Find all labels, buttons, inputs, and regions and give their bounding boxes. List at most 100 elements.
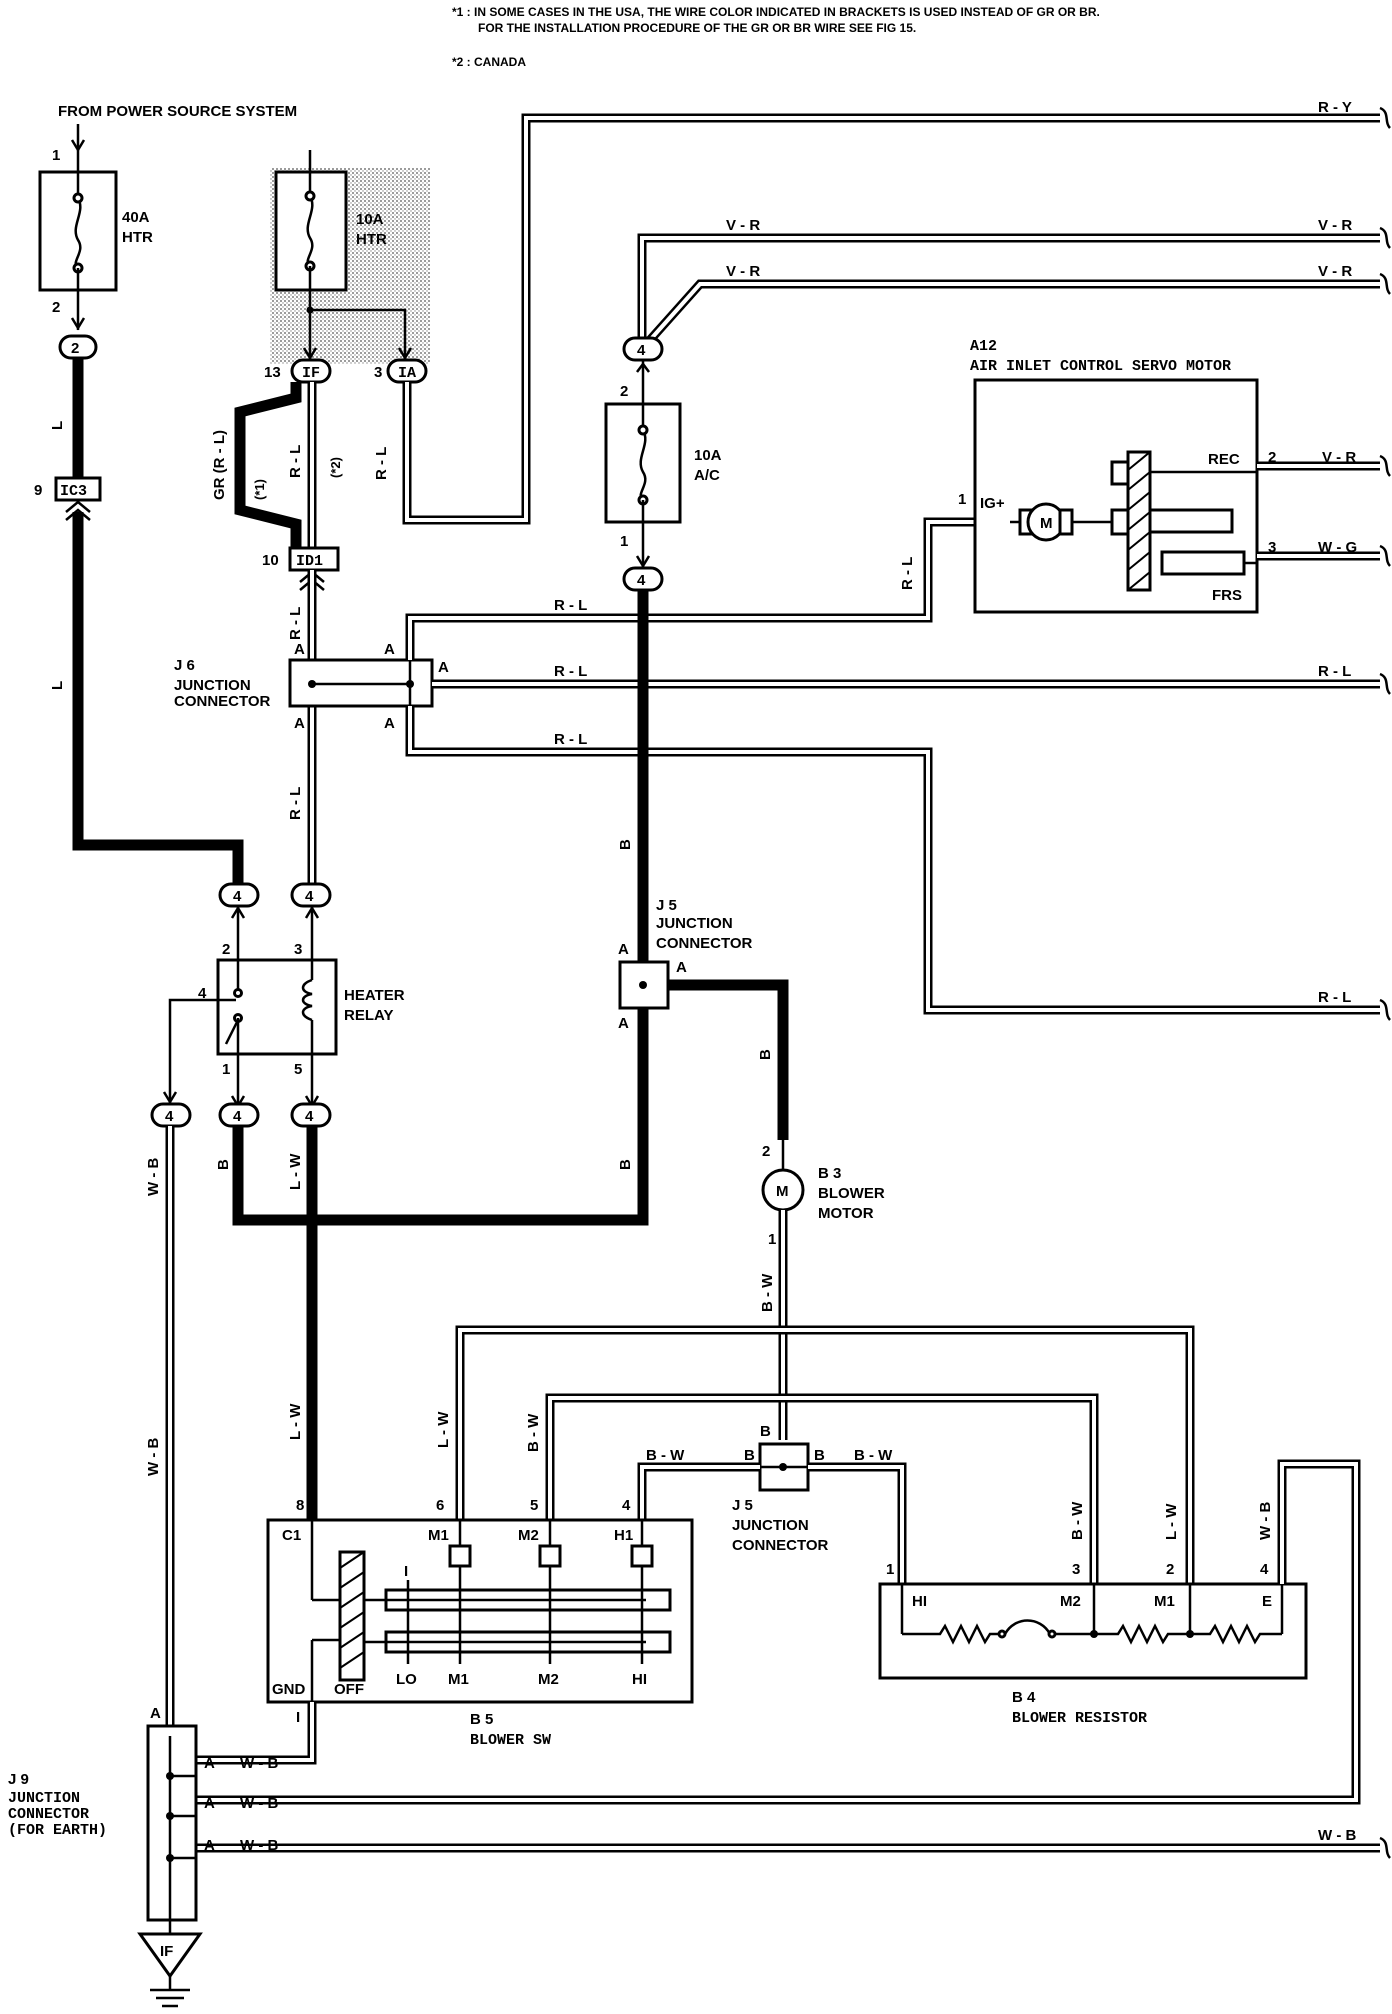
j5-id: J 5 — [732, 1497, 753, 1514]
switch-i-terminal: I — [296, 1709, 300, 1726]
wire-v-r-1 — [637, 233, 1380, 340]
b5-id: B 5 — [470, 1711, 493, 1728]
wire-continuation-marks — [1379, 106, 1391, 1859]
wire-label-l-w: L - W — [435, 1411, 452, 1448]
resistor-m1-terminal: M1 — [1154, 1593, 1175, 1610]
j9-name-2: CONNECTOR — [8, 1806, 89, 1823]
wire-label-b-w: B - W — [525, 1413, 542, 1452]
motor-symbol: M — [776, 1183, 789, 1200]
j5-name-2: CONNECTOR — [732, 1537, 829, 1554]
a12-id: A12 — [970, 338, 997, 355]
pin-a: A — [384, 641, 395, 658]
wire-label-v-r: V - R — [1318, 263, 1352, 280]
wire-label-w-b: W - B — [145, 1158, 162, 1196]
pin-label: 4 — [622, 1497, 631, 1514]
j6-name-2: CONNECTOR — [174, 693, 271, 710]
wire-b-main — [232, 590, 649, 1226]
wire-label-w-g: W - G — [1318, 539, 1357, 556]
motor-symbol: M — [1040, 515, 1053, 532]
fuse-10a-name: HTR — [356, 231, 387, 248]
switch-gnd-terminal: GND — [272, 1681, 306, 1698]
junction-connector-j9 — [146, 1724, 198, 1922]
fuse-40a-name: HTR — [122, 229, 153, 246]
air-inlet-servo-motor — [973, 378, 1259, 614]
resistor-element-3 — [1190, 1623, 1282, 1645]
pin-b: B — [814, 1447, 825, 1464]
pin-label: 3 — [294, 941, 302, 958]
wire-label-r-y: R - Y — [1318, 99, 1352, 116]
wire-label-r-l: R - L — [287, 787, 304, 820]
wire-r-l-servo — [405, 517, 975, 660]
pin-label: 2 — [52, 299, 60, 316]
wire-label-v-r: V - R — [726, 263, 760, 280]
wire-label-r-l: R - L — [1318, 663, 1351, 680]
note-1-line-1: *1 : IN SOME CASES IN THE USA, THE WIRE … — [452, 5, 1100, 19]
connector-4-label: 4 — [233, 888, 242, 905]
switch-h1-terminal: H1 — [614, 1527, 633, 1544]
switch-i-marker: I — [404, 1563, 408, 1580]
wire-label-r-l: R - L — [287, 607, 304, 640]
pin-label: 4 — [198, 985, 207, 1002]
connector-ic3 — [54, 476, 102, 502]
connector-4-label: 4 — [305, 1108, 314, 1125]
wire-label-w-b: W - B — [240, 1755, 278, 1772]
fuse-40a-rating: 40A — [122, 209, 150, 226]
wire-label-r-l: R - L — [373, 447, 390, 480]
a12-frs-terminal: FRS — [1212, 587, 1242, 604]
pin-a: A — [204, 1755, 215, 1772]
wire-label-w-b: W - B — [1318, 1827, 1356, 1844]
switch-lo-position: LO — [396, 1671, 417, 1688]
connector-4-label: 4 — [305, 888, 314, 905]
connector-4-label: 4 — [637, 572, 646, 589]
connector-2-label: 2 — [71, 340, 79, 357]
switch-c1-terminal: C1 — [282, 1527, 301, 1544]
wire-label-l-w: L - W — [287, 1153, 304, 1190]
j5-name-2: CONNECTOR — [656, 935, 753, 952]
fuse-10a-htr: 10A HTR — [274, 150, 413, 361]
fuse-40a-htr: 40A HTR 1 2 — [38, 124, 153, 331]
j5-name: JUNCTION — [732, 1517, 809, 1534]
connector-ic3-label: IC3 — [60, 483, 87, 500]
relay-name-2: RELAY — [344, 1007, 393, 1024]
wire-label-b: B — [757, 1049, 774, 1060]
power-source-label: FROM POWER SOURCE SYSTEM — [58, 103, 297, 120]
fuse-10a-ac: 10A A/C 2 1 — [604, 360, 722, 569]
a12-rec-terminal: REC — [1208, 451, 1240, 468]
earth-ground-icon — [137, 1932, 203, 1979]
a12-ig-terminal: IG+ — [980, 495, 1005, 512]
pin-label: 13 — [264, 364, 281, 381]
pin-label: 2 — [1166, 1561, 1174, 1578]
wire-label-w-b: W - B — [240, 1795, 278, 1812]
wire-label-v-r: V - R — [726, 217, 760, 234]
wire-label-b-w: B - W — [1069, 1501, 1086, 1540]
wire-label-w-b: W - B — [1257, 1502, 1274, 1540]
switch-off-position: OFF — [334, 1681, 364, 1698]
wire-label-v-r: V - R — [1322, 449, 1356, 466]
pin-a: A — [294, 641, 305, 658]
resistor-hi-terminal: HI — [912, 1593, 927, 1610]
j9-name-3: (FOR EARTH) — [8, 1822, 107, 1839]
wire-label-b: B — [617, 1159, 634, 1170]
wire-label-r-l: R - L — [554, 731, 587, 748]
wire-b-blower — [668, 979, 789, 1140]
connector-4-relay-1 — [218, 1102, 260, 1128]
b3-name-2: MOTOR — [818, 1205, 874, 1222]
resistor-m2-terminal: M2 — [1060, 1593, 1081, 1610]
b4-name: BLOWER RESISTOR — [1012, 1710, 1147, 1727]
pin-label: 10 — [262, 552, 279, 569]
switch-m1-terminal: M1 — [428, 1527, 449, 1544]
pin-a: A — [294, 715, 305, 732]
pin-label: 5 — [530, 1497, 538, 1514]
fuse-ac-name: A/C — [694, 467, 720, 484]
relay-coil-icon — [301, 978, 313, 1022]
pin-b: B — [744, 1447, 755, 1464]
pin-label: 3 — [374, 364, 382, 381]
pin-a: A — [618, 1015, 629, 1032]
a12-name: AIR INLET CONTROL SERVO MOTOR — [970, 358, 1231, 375]
pin-a: A — [618, 941, 629, 958]
wire-label-gr: GR (R - L) — [211, 430, 228, 500]
connector-if-label: IF — [302, 365, 320, 382]
b3-name: BLOWER — [818, 1185, 885, 1202]
connector-4-label: 4 — [165, 1108, 174, 1125]
pin-a: A — [438, 659, 449, 676]
